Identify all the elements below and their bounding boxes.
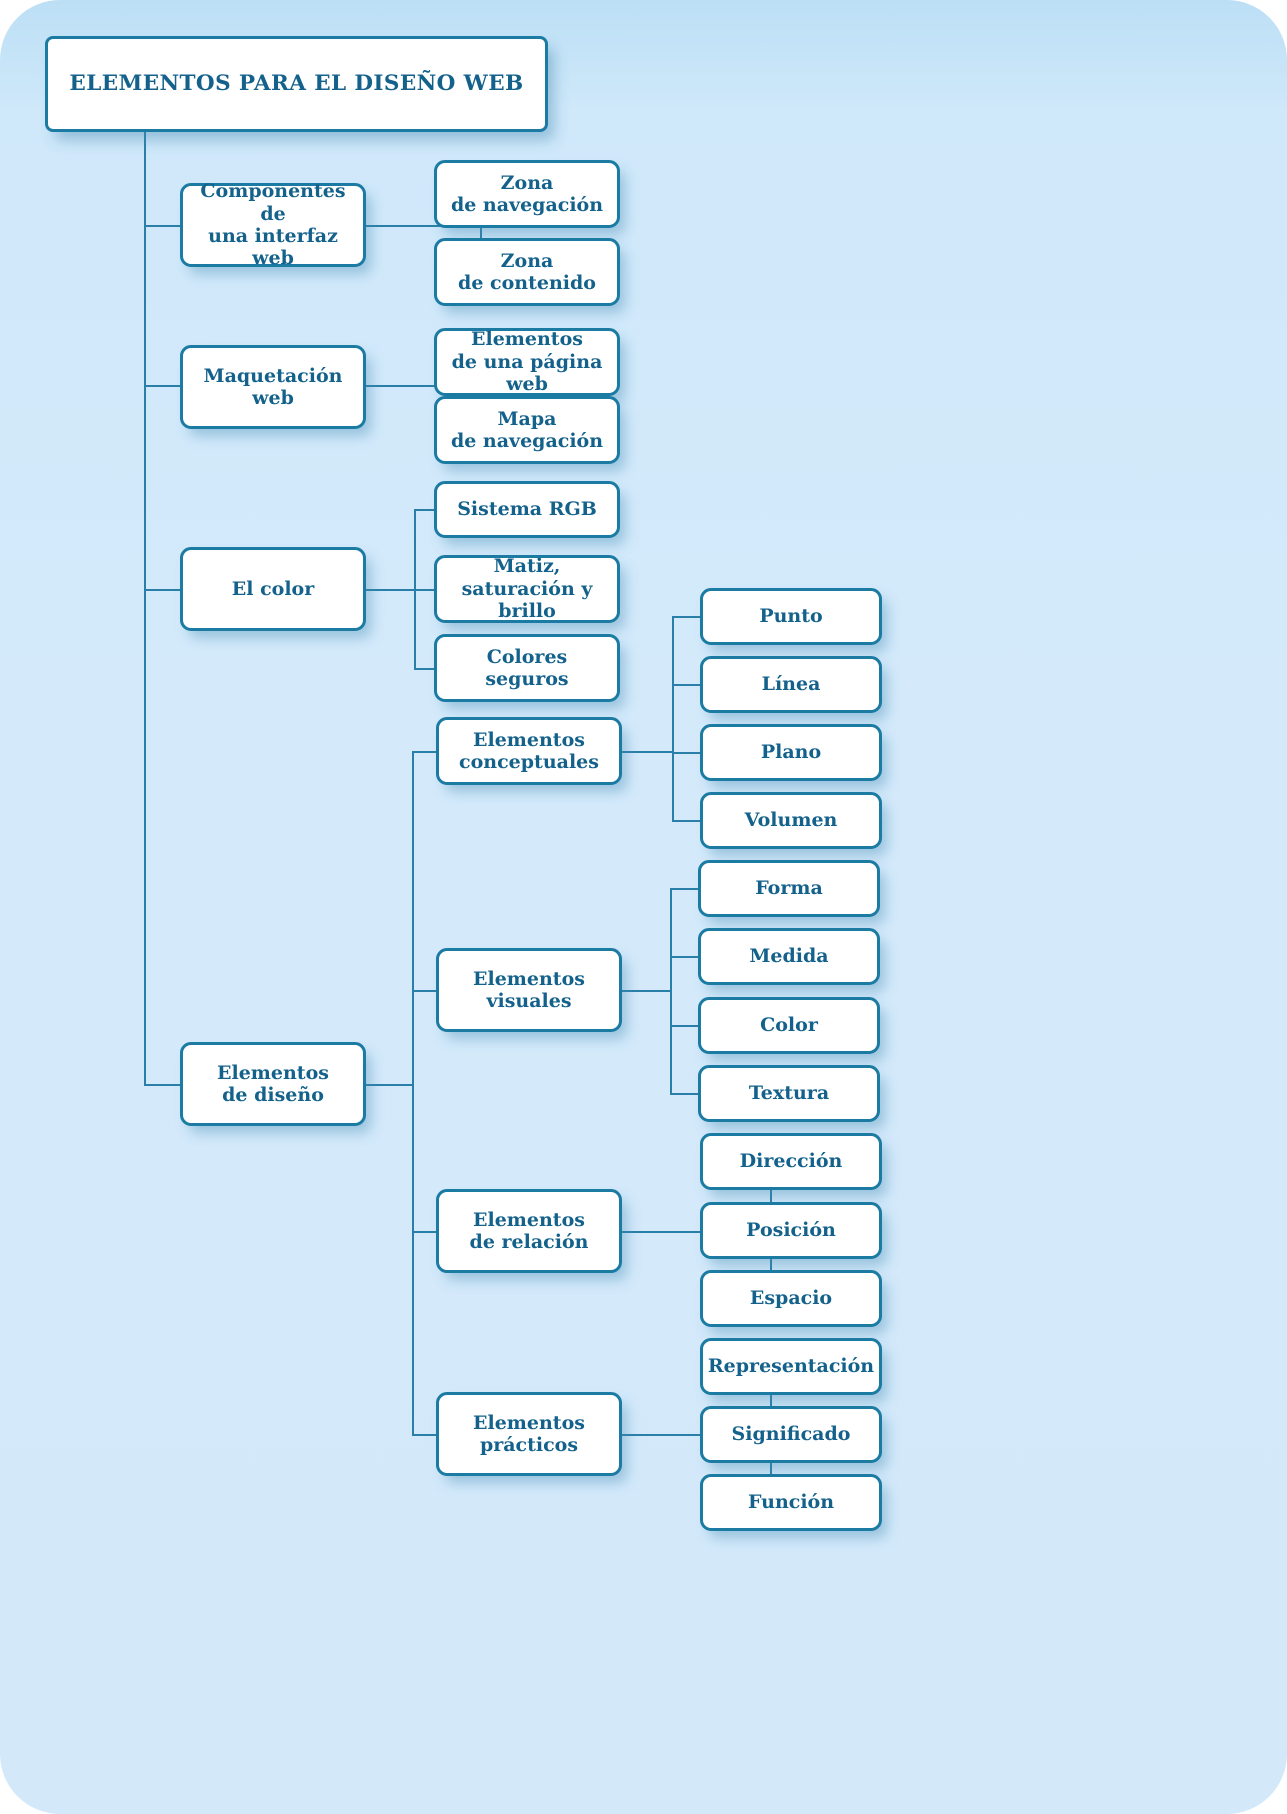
- connector-visuales-bracket: [670, 888, 672, 1094]
- node-textura[interactable]: Textura: [698, 1065, 880, 1122]
- node-elementos-de-diseno[interactable]: Elementos de diseño: [180, 1042, 366, 1126]
- connector-componentes-out: [366, 225, 482, 227]
- connector-componentes-bracket: [480, 194, 482, 274]
- node-direccion[interactable]: Dirección: [700, 1133, 882, 1190]
- node-label: Elementos conceptuales: [459, 728, 599, 773]
- node-label: Componentes de una interfaz web: [200, 180, 346, 270]
- node-label: Volumen: [744, 809, 838, 832]
- node-label: Elementos visuales: [473, 967, 585, 1012]
- connector-trunk-to-color: [144, 589, 184, 591]
- node-label: Posición: [746, 1219, 836, 1242]
- node-elementos-conceptuales[interactable]: Elementos conceptuales: [436, 717, 622, 785]
- connector-color-child-2: [414, 589, 436, 591]
- connector-relacion-out: [622, 1231, 772, 1233]
- node-elementos-practicos[interactable]: Elementos prácticos: [436, 1392, 622, 1476]
- node-espacio[interactable]: Espacio: [700, 1270, 882, 1327]
- node-label: Significado: [731, 1423, 851, 1446]
- node-label: Dirección: [739, 1150, 843, 1173]
- connector-visuales-leaf-2: [670, 956, 700, 958]
- node-label: Medida: [749, 945, 829, 968]
- node-label: Forma: [755, 877, 823, 900]
- connector-diseno-child-conceptuales: [412, 751, 438, 753]
- node-label: Elementos de relación: [469, 1208, 589, 1253]
- connector-elementos-diseno-out: [366, 1084, 414, 1086]
- connector-maquetacion-out: [366, 385, 482, 387]
- node-matiz-saturacion-brillo[interactable]: Matiz, saturación y brillo: [434, 555, 620, 623]
- connector-conceptuales-leaf-3: [672, 752, 702, 754]
- node-label: Elementos de una página web: [451, 328, 603, 396]
- connector-conceptuales-leaf-1: [672, 616, 702, 618]
- node-label: Colores seguros: [485, 645, 569, 690]
- connector-trunk-to-componentes: [144, 225, 184, 227]
- node-elementos-de-relacion[interactable]: Elementos de relación: [436, 1189, 622, 1273]
- node-label: Mapa de navegación: [450, 407, 604, 452]
- node-label: El color: [231, 577, 315, 600]
- node-sistema-rgb[interactable]: Sistema RGB: [434, 481, 620, 538]
- connector-diseno-child-relacion: [412, 1231, 438, 1233]
- node-label: Línea: [761, 673, 821, 696]
- node-zona-de-contenido[interactable]: Zona de contenido: [434, 238, 620, 306]
- node-label: Representación: [707, 1355, 875, 1378]
- node-label: Sistema RGB: [457, 498, 597, 521]
- connector-conceptuales-leaf-2: [672, 684, 702, 686]
- connector-trunk-to-maquetacion: [144, 385, 184, 387]
- connector-color-out: [366, 589, 416, 591]
- node-label: Espacio: [749, 1287, 833, 1310]
- node-mapa-de-navegacion[interactable]: Mapa de navegación: [434, 396, 620, 464]
- connector-conceptuales-out: [622, 751, 674, 753]
- node-medida[interactable]: Medida: [698, 928, 880, 985]
- node-label: Función: [747, 1491, 835, 1514]
- node-elementos-pagina-web[interactable]: Elementos de una página web: [434, 328, 620, 396]
- node-representacion[interactable]: Representación: [700, 1338, 882, 1395]
- diagram-title-label: ELEMENTOS PARA EL DISEÑO WEB: [69, 71, 524, 97]
- node-elementos-visuales[interactable]: Elementos visuales: [436, 948, 622, 1032]
- node-label: Punto: [759, 605, 823, 628]
- node-label: Maquetación web: [203, 364, 343, 409]
- connector-visuales-leaf-1: [670, 888, 700, 890]
- node-label: Color: [760, 1014, 818, 1037]
- node-significado[interactable]: Significado: [700, 1406, 882, 1463]
- node-componentes-interfaz-web[interactable]: Componentes de una interfaz web: [180, 180, 366, 270]
- node-plano[interactable]: Plano: [700, 724, 882, 781]
- connector-visuales-out: [622, 990, 672, 992]
- node-label: Zona de navegación: [450, 171, 604, 216]
- node-forma[interactable]: Forma: [698, 860, 880, 917]
- node-linea[interactable]: Línea: [700, 656, 882, 713]
- connector-color-child-1: [414, 509, 436, 511]
- connector-main-trunk: [144, 132, 146, 1085]
- node-label: Elementos prácticos: [473, 1411, 585, 1456]
- node-label: Textura: [748, 1082, 830, 1105]
- node-volumen[interactable]: Volumen: [700, 792, 882, 849]
- connector-practicos-out: [622, 1434, 772, 1436]
- connector-diseno-child-visuales: [412, 990, 438, 992]
- node-el-color[interactable]: El color: [180, 547, 366, 631]
- node-zona-de-navegacion[interactable]: Zona de navegación: [434, 160, 620, 228]
- node-colores-seguros[interactable]: Colores seguros: [434, 634, 620, 702]
- diagram-title-box: ELEMENTOS PARA EL DISEÑO WEB: [45, 36, 548, 132]
- connector-conceptuales-leaf-4: [672, 820, 702, 822]
- connector-visuales-leaf-3: [670, 1025, 700, 1027]
- connector-trunk-to-elementos-diseno: [144, 1084, 184, 1086]
- node-punto[interactable]: Punto: [700, 588, 882, 645]
- node-label: Zona de contenido: [458, 249, 596, 294]
- node-color[interactable]: Color: [698, 997, 880, 1054]
- node-label: Plano: [760, 741, 822, 764]
- node-maquetacion-web[interactable]: Maquetación web: [180, 345, 366, 429]
- connector-conceptuales-bracket: [672, 616, 674, 822]
- connector-color-child-3: [414, 668, 436, 670]
- node-posicion[interactable]: Posición: [700, 1202, 882, 1259]
- node-label: Elementos de diseño: [217, 1061, 329, 1106]
- connector-diseno-child-practicos: [412, 1434, 438, 1436]
- connector-visuales-leaf-4: [670, 1093, 700, 1095]
- connector-elementos-diseno-bracket: [412, 751, 414, 1434]
- node-label: Matiz, saturación y brillo: [461, 555, 593, 623]
- node-funcion[interactable]: Función: [700, 1474, 882, 1531]
